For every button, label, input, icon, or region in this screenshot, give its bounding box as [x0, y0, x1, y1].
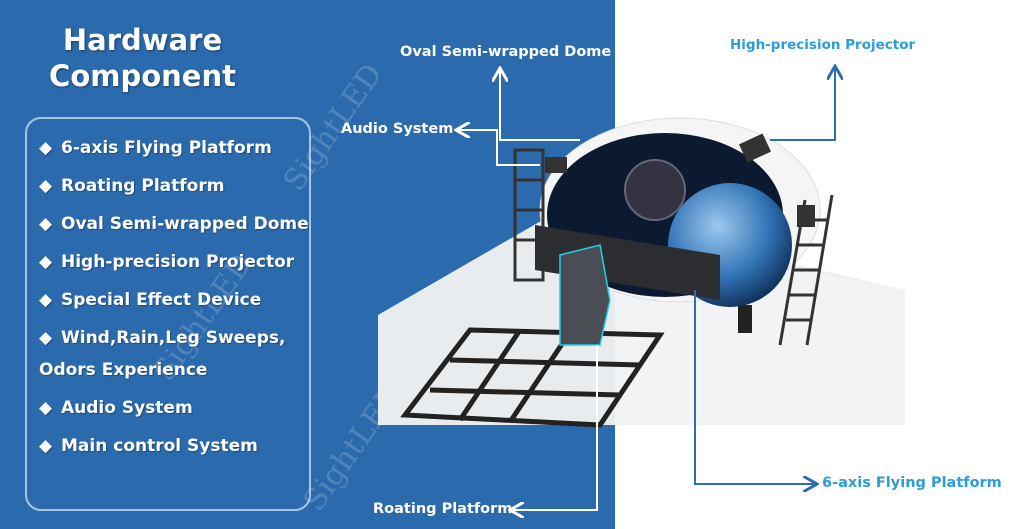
flying-platform [535, 225, 720, 300]
projector-arrow [770, 68, 835, 141]
rotating-arrow [512, 345, 598, 510]
diamond-icon: ◆ [39, 290, 53, 310]
page-title: Hardware Component [30, 22, 255, 94]
list-item: ◆6-axis Flying Platform [39, 138, 272, 158]
title-line-1: Hardware [62, 23, 223, 57]
list-item: ◆High-precision Projector [39, 252, 295, 272]
flying-arrow [694, 290, 815, 484]
seat-cabin [559, 244, 611, 346]
dome-arrow [500, 70, 580, 141]
list-item: ◆Wind,Rain,Leg Sweeps, [39, 328, 286, 348]
list-item: ◆Special Effect Device [39, 290, 262, 310]
title-line-2: Component [49, 59, 236, 93]
callout-rotating: Roating Platform [373, 501, 513, 517]
diamond-icon: ◆ [39, 436, 53, 456]
callout-projector: High-precision Projector [730, 37, 916, 53]
diamond-icon: ◆ [39, 138, 53, 158]
callout-dome: Oval Semi-wrapped Dome [400, 44, 612, 60]
list-item: ◆Oval Semi-wrapped Dome [39, 214, 309, 234]
diamond-icon: ◆ [39, 398, 53, 418]
list-item: ◆Main control System [39, 436, 258, 456]
component-list: ◆6-axis Flying Platform ◆Roating Platfor… [25, 117, 311, 511]
audio-arrow [458, 130, 540, 166]
callout-audio: Audio System [341, 121, 454, 137]
diamond-icon: ◆ [39, 176, 53, 196]
callout-lines [458, 68, 835, 510]
list-item-continued: Odors Experience [39, 360, 208, 380]
list-item: ◆Audio System [39, 398, 193, 418]
callout-flying: 6-axis Flying Platform [822, 475, 1002, 491]
diamond-icon: ◆ [39, 214, 53, 234]
diamond-icon: ◆ [39, 252, 53, 272]
diamond-icon: ◆ [39, 328, 53, 348]
list-item: ◆Roating Platform [39, 176, 225, 196]
